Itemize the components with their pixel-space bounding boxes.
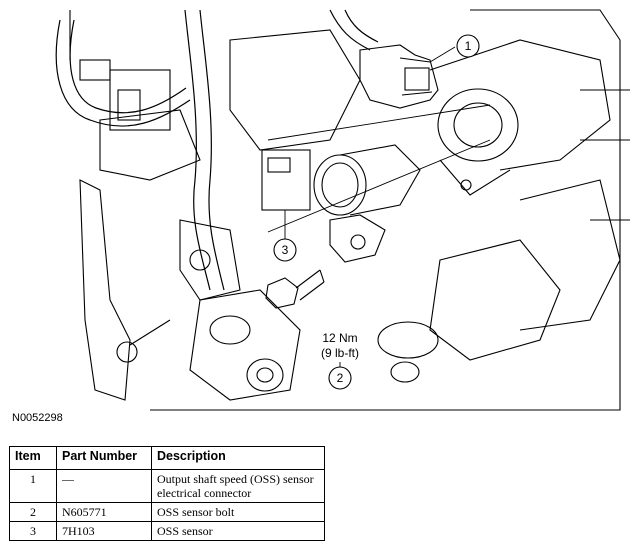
cell-part-number: N605771 [56,502,152,522]
lower-bracket [79,179,439,401]
exploded-view-illustration: 1 3 2 12 Nm (9 lb-ft) N0052298 [12,9,630,424]
callout-2-label: 2 [337,371,344,385]
figure-id: N0052298 [12,412,63,424]
callout-3: 3 [273,238,297,262]
header-part-number: Part Number [56,446,152,470]
oss-electrical-connector [359,44,439,109]
transmission-case-outline [69,9,630,411]
callout-leaders [267,46,491,368]
header-item: Item [9,446,57,470]
cell-item: 2 [9,502,57,522]
table-header-row: Item Part Number Description [9,446,325,470]
wiring-harness [55,9,379,291]
sensor-bore [437,88,519,196]
cell-description: OSS sensor bolt [151,502,325,522]
header-description: Description [151,446,325,470]
oss-sensor [261,144,421,263]
cell-item: 3 [9,521,57,541]
cell-part-number: 7H103 [56,521,152,541]
callout-3-label: 3 [282,243,289,257]
harness-connector-left [79,59,241,301]
torque-imperial: (9 lb-ft) [321,346,359,360]
parts-table: Item Part Number Description 1 — Output … [9,446,325,541]
table-row: 2 N605771 OSS sensor bolt [9,502,325,522]
cell-description: Output shaft speed (OSS) sensor electric… [151,469,325,503]
table-row: 3 7H103 OSS sensor [9,521,325,541]
table-row: 1 — Output shaft speed (OSS) sensor elec… [9,469,325,503]
oss-sensor-bolt [265,269,325,309]
callout-2: 2 [328,366,352,390]
cell-description: OSS sensor [151,521,325,541]
callout-1: 1 [456,34,480,58]
cell-item: 1 [9,469,57,503]
cell-part-number: — [56,469,152,503]
torque-metric: 12 Nm [322,331,357,345]
callout-1-label: 1 [465,39,472,53]
